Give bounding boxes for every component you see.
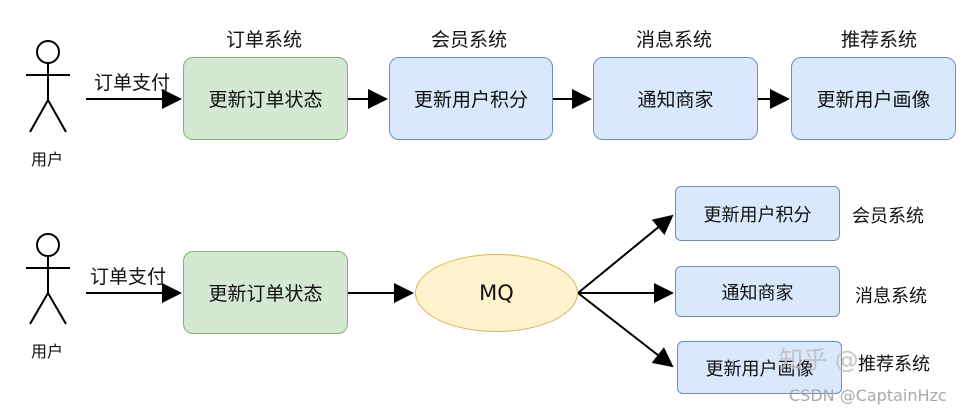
box-text: 更新用户积分	[413, 89, 528, 111]
box-update-points-bottom: 更新用户积分	[675, 186, 840, 241]
payment-label-bottom: 订单支付	[90, 266, 167, 288]
system-label-message-bottom: 消息系统	[855, 286, 927, 307]
zhihu-watermark: 知乎 @	[779, 346, 859, 374]
box-text: 更新用户积分	[703, 204, 812, 226]
mq-node: MQ	[415, 254, 578, 332]
system-label-recommend-bottom: 推荐系统	[858, 354, 930, 375]
arrow-mq-member	[577, 214, 674, 294]
actor-label-bottom: 用户	[31, 342, 64, 361]
system-label-member-bottom: 会员系统	[852, 206, 924, 227]
box-text: 通知商家	[637, 89, 714, 111]
box-update-order-status-bottom: 更新订单状态	[183, 251, 348, 334]
box-text: 更新订单状态	[208, 283, 323, 305]
actor-icon-top	[26, 40, 70, 133]
csdn-watermark: CSDN @CaptainHzc	[789, 386, 947, 405]
system-label-member: 会员系统	[431, 29, 508, 51]
actor-icon-bottom	[26, 233, 70, 325]
box-text: 通知商家	[721, 282, 794, 304]
box-text: 更新用户画像	[705, 358, 814, 380]
box-notify-merchant-top: 通知商家	[593, 57, 758, 140]
actor-label-top: 用户	[31, 150, 64, 169]
box-update-order-status-top: 更新订单状态	[183, 57, 348, 140]
system-label-message: 消息系统	[636, 29, 713, 51]
box-update-profile-bottom: 更新用户画像	[677, 341, 842, 394]
payment-label-top: 订单支付	[94, 72, 171, 94]
arrow-mq-recommend	[577, 292, 674, 368]
box-notify-merchant-bottom: 通知商家	[675, 266, 840, 317]
system-label-recommend: 推荐系统	[841, 29, 918, 51]
mq-label: MQ	[479, 281, 514, 305]
box-update-points-top: 更新用户积分	[389, 57, 553, 140]
box-text: 更新订单状态	[208, 89, 323, 111]
system-label-order: 订单系统	[226, 29, 303, 51]
box-update-profile-top: 更新用户画像	[791, 57, 956, 140]
box-text: 更新用户画像	[816, 89, 931, 111]
